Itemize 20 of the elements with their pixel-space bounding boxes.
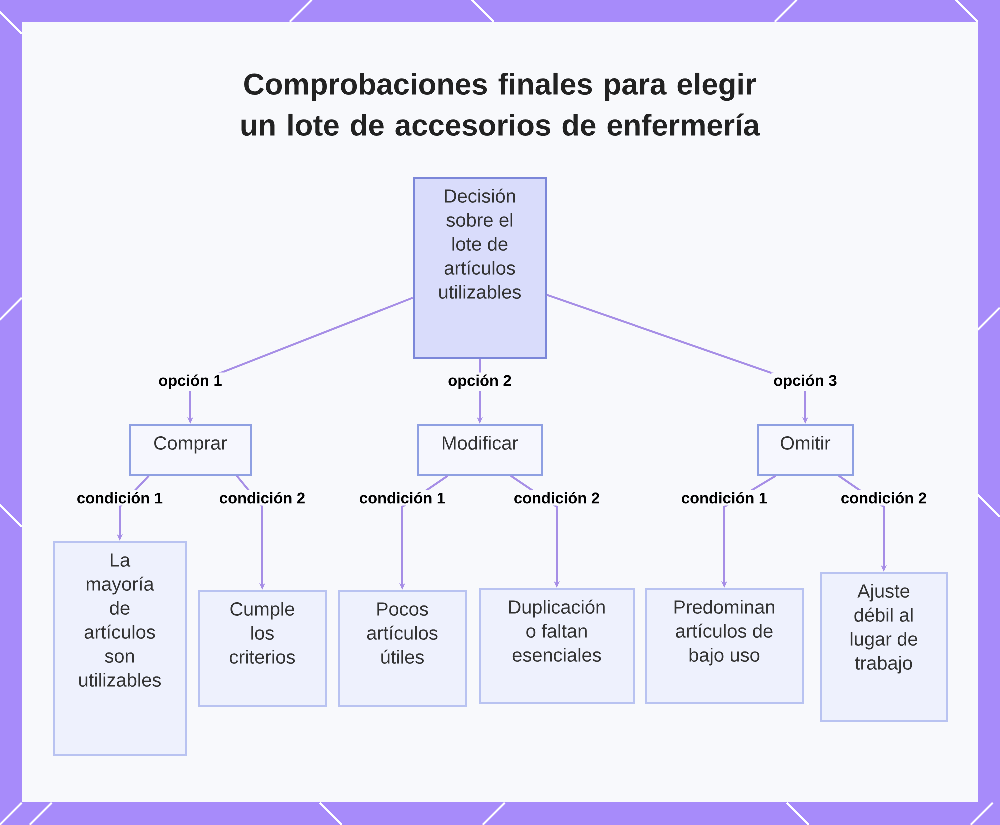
outcome-box: Duplicación o faltan esenciales	[479, 588, 635, 704]
outcome-box: Cumple los criterios	[198, 590, 327, 707]
edge-label: condición 2	[217, 490, 308, 506]
outcome-box: La mayoría de artículos son utilizables	[53, 541, 187, 756]
option-box: Omitir	[757, 424, 854, 476]
edge-label: condición 1	[679, 490, 770, 506]
outcome-box: Pocos artículos útiles	[338, 590, 467, 707]
edge-label: opción 2	[446, 372, 514, 392]
edge-label: condición 2	[838, 490, 930, 506]
option-box: Comprar	[129, 424, 252, 476]
option-box: Modificar	[417, 424, 543, 476]
edge-label: condición 1	[357, 490, 448, 506]
outcome-box: Ajuste débil al lugar de trabajo	[820, 572, 948, 722]
edge-label: opción 3	[772, 372, 840, 392]
edge-label: condición 1	[74, 490, 166, 506]
title: Comprobaciones finales para elegir un lote de accesorios de enfermería	[242, 72, 760, 136]
outcome-box: Predominan artículos de bajo uso	[645, 588, 804, 704]
decision-box: Decisión sobre el lote de artículos utilizables	[413, 177, 547, 359]
edge-label: opción 1	[156, 372, 224, 392]
edge-label: condición 2	[512, 490, 602, 506]
